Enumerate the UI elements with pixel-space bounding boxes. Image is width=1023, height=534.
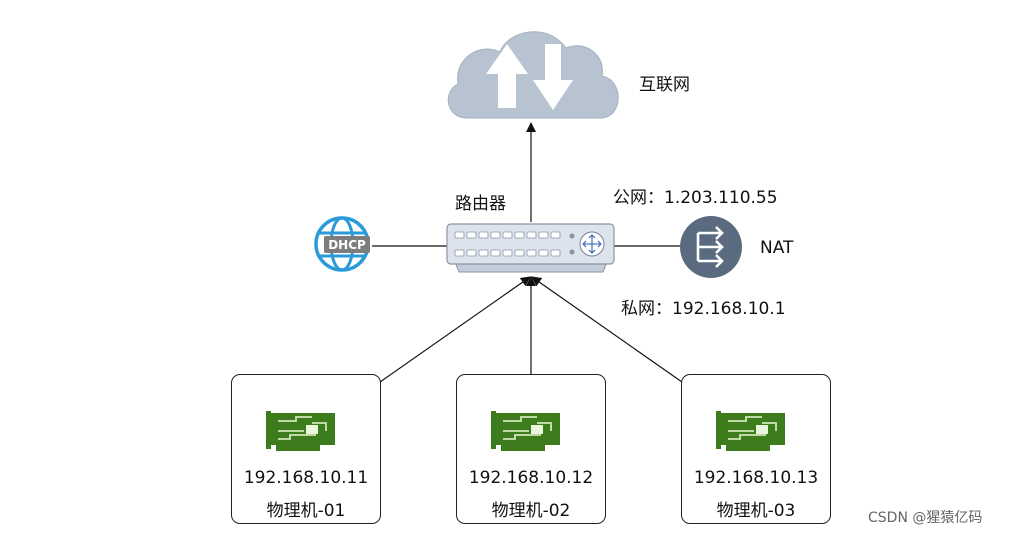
nat-label: NAT [760,238,794,258]
public-ip-label: 公网：1.203.110.55 [613,188,778,208]
network-card-icon [491,411,560,451]
host-card-02[interactable]: 192.168.10.12 物理机-02 [456,374,606,524]
dhcp-globe-icon[interactable]: DHCP [314,216,370,272]
host-card-01[interactable]: 192.168.10.11 物理机-01 [231,374,381,524]
nat-icon[interactable] [680,216,742,278]
network-card-icon [716,411,785,451]
host-ip: 192.168.10.12 [468,468,594,488]
host-card-03[interactable]: 192.168.10.13 物理机-03 [681,374,831,524]
router-icon[interactable] [446,223,615,273]
private-ip-label: 私网：192.168.10.1 [621,299,786,319]
cloud-upload-download-icon [447,31,619,119]
dhcp-label: DHCP [328,238,366,252]
host-ip: 192.168.10.13 [693,468,819,488]
host-ip: 192.168.10.11 [243,468,369,488]
network-card-icon [266,411,335,451]
host-name: 物理机-01 [266,501,346,521]
watermark: CSDN @猩猿亿码 [868,510,983,526]
router-label: 路由器 [455,194,506,214]
host-name: 物理机-03 [716,501,796,521]
host-name: 物理机-02 [491,501,571,521]
internet-label: 互联网 [639,75,690,95]
